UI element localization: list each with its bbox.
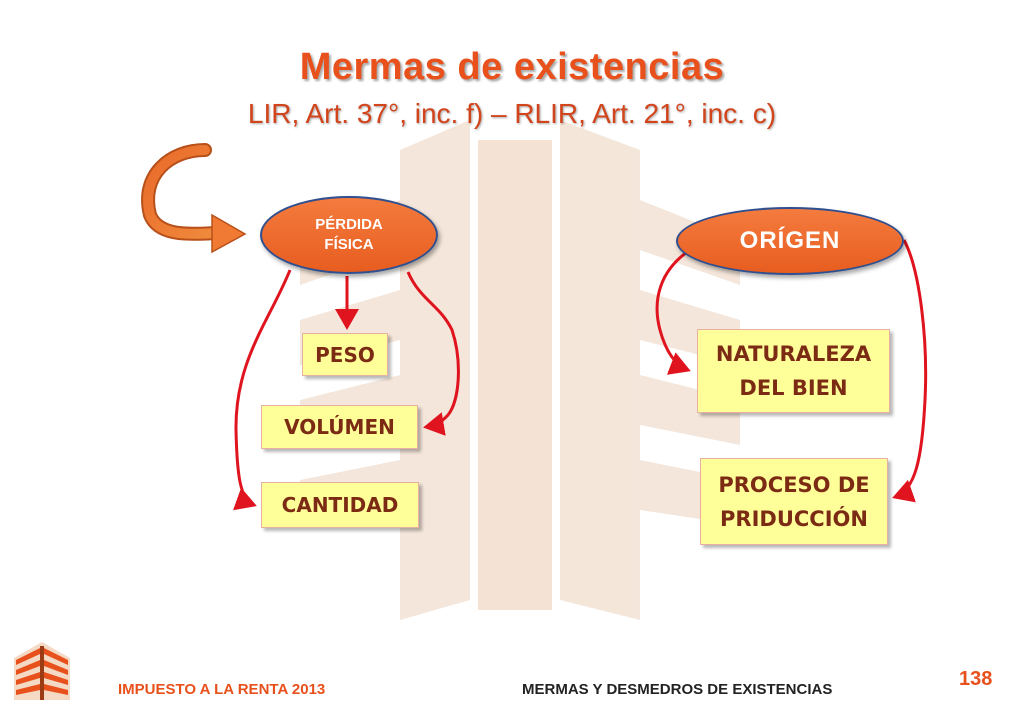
box-peso-label: PESO (315, 342, 375, 367)
box-proceso-line2: PRIDUCCIÓN (720, 506, 868, 531)
oval-perdida-line1: PÉRDIDA (315, 216, 383, 233)
box-peso: PESO (302, 333, 388, 376)
box-volumen-label: VOLÚMEN (284, 415, 395, 439)
building-logo-icon (14, 642, 70, 700)
connector-origen-naturaleza (655, 248, 691, 375)
footer-left-text: IMPUESTO A LA RENTA 2013 (118, 681, 326, 698)
box-proceso-line1: PROCESO DE (718, 472, 870, 497)
box-cantidad: CANTIDAD (261, 482, 419, 528)
oval-origen-label: ORÍGEN (739, 227, 841, 254)
oval-perdida-fisica: PÉRDIDA FÍSICA (260, 196, 438, 274)
box-volumen: VOLÚMEN (261, 405, 418, 449)
connector-origen-proceso (892, 239, 928, 503)
box-naturaleza-line2: DEL BIEN (739, 376, 848, 400)
box-naturaleza-line1: NATURALEZA (715, 342, 872, 366)
oval-perdida-line2: FÍSICA (324, 236, 374, 253)
connector-perdida-cantidad (233, 269, 292, 511)
page-title: Mermas de existencias (299, 46, 725, 88)
box-naturaleza-del-bien: NATURALEZA DEL BIEN (697, 329, 890, 413)
curved-orange-arrow (141, 143, 247, 254)
box-cantidad-label: CANTIDAD (281, 493, 399, 517)
box-proceso-de-produccion: PROCESO DE PRIDUCCIÓN (700, 458, 888, 545)
oval-origen: ORÍGEN (676, 207, 904, 275)
connector-perdida-volumen (406, 271, 460, 436)
page-number: 138 (959, 668, 993, 690)
page-subtitle: LIR, Art. 37°, inc. f) – RLIR, Art. 21°,… (247, 98, 777, 129)
footer-right-text: MERMAS Y DESMEDROS DE EXISTENCIAS (522, 681, 833, 698)
